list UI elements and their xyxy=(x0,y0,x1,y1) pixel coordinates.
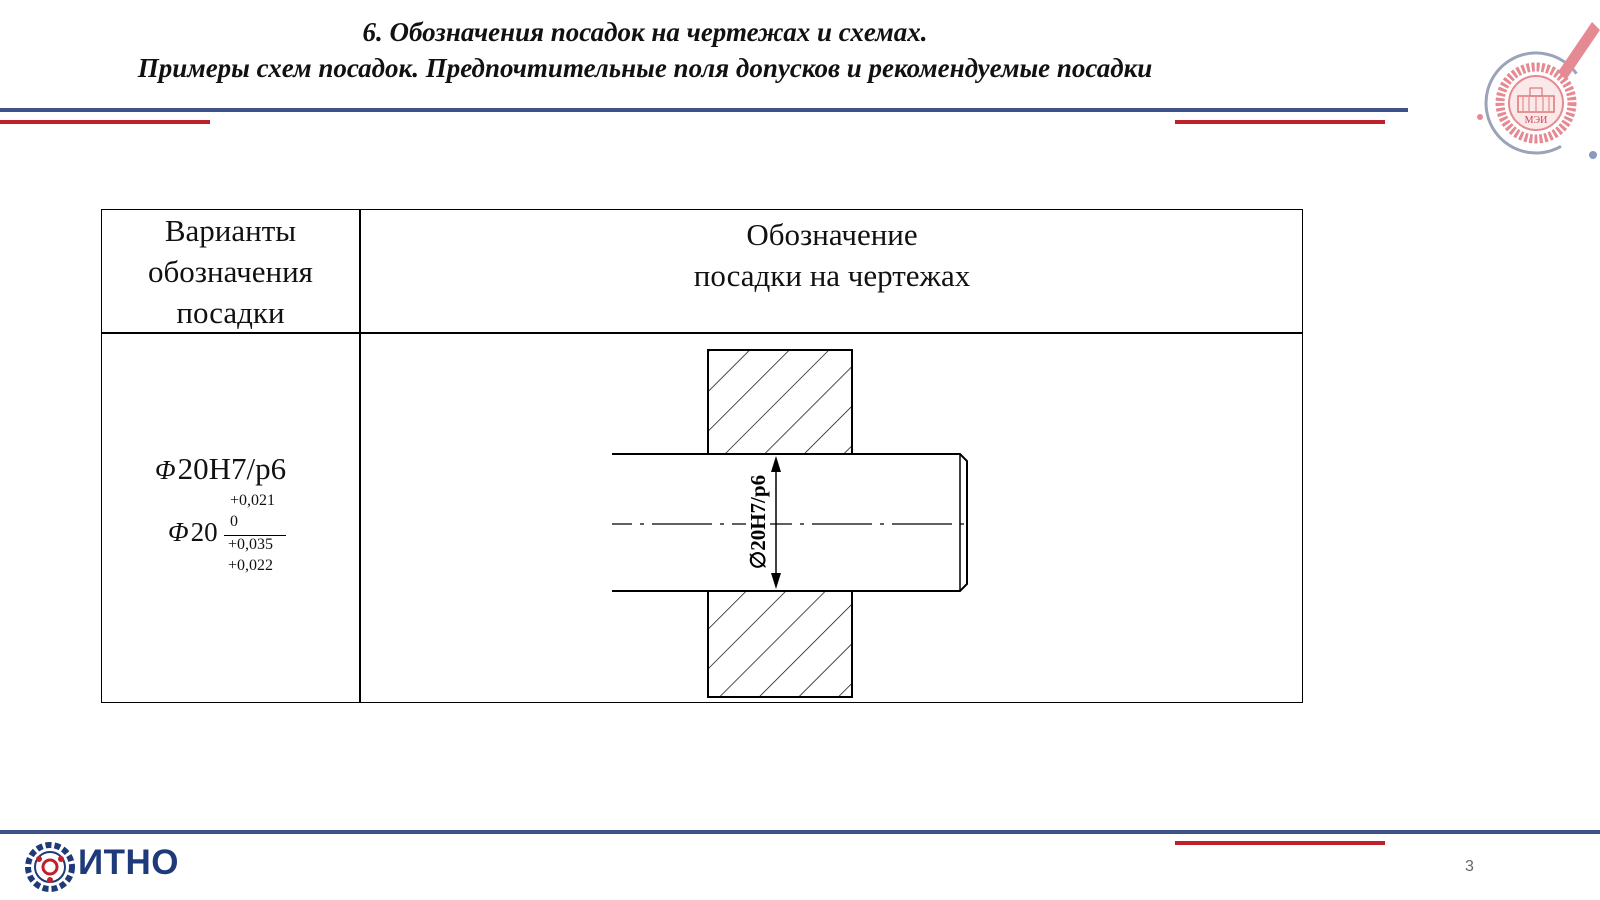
diameter-symbol-2: Φ xyxy=(168,517,189,547)
hub-upper-section xyxy=(707,349,853,455)
page-title: 6. Обозначения посадок на чертежах и схе… xyxy=(0,14,1290,86)
shaft-upper-deviation: +0,035 xyxy=(228,536,274,553)
fit-notation-numeric: Φ20 +0,021 0 +0,035 +0,022 xyxy=(168,492,328,582)
dimension-label: ∅20H7/p6 xyxy=(746,475,770,569)
title-line-2: Примеры схем посадок. Предпочтительные п… xyxy=(137,53,1153,83)
table-row-divider xyxy=(102,332,1302,334)
page-number: 3 xyxy=(1465,858,1474,875)
header-cell-variants: Варианты обозначения посадки xyxy=(102,210,359,332)
header-designation-line1: Обозначение xyxy=(746,217,918,252)
fit-drawing: ∅20H7/p6 xyxy=(612,349,972,698)
fit-notation-letter: Φ20H7/p6 xyxy=(155,451,286,487)
diameter-symbol: Φ xyxy=(155,455,176,485)
header-designation-line2: посадки на чертежах xyxy=(693,258,971,293)
header-variants-line2: обозначения xyxy=(148,253,313,289)
footer-navy-line xyxy=(0,830,1600,834)
hole-lower-deviation: 0 xyxy=(230,513,238,530)
nominal-size: 20 xyxy=(190,517,218,547)
header-cell-designation: Обозначение посадки на чертежах xyxy=(360,210,1304,296)
header-variants-line3: посадки xyxy=(176,294,285,330)
footer-red-line xyxy=(1175,841,1385,845)
fit-value: 20H7/p6 xyxy=(177,451,287,486)
mei-logo-icon: МЭИ xyxy=(1477,22,1600,159)
itno-logo-text: ИТНО xyxy=(78,843,180,882)
header-navy-line xyxy=(0,108,1408,112)
shaft-outline xyxy=(612,453,968,592)
itno-gear-icon xyxy=(25,842,75,892)
header-red-line-right xyxy=(1175,120,1385,124)
hole-upper-deviation: +0,021 xyxy=(230,492,276,509)
title-line-1: 6. Обозначения посадок на чертежах и схе… xyxy=(362,17,928,47)
shaft-lower-deviation: +0,022 xyxy=(228,557,274,574)
fraction-bar xyxy=(224,535,286,537)
fit-nominal: Φ20 xyxy=(168,517,218,548)
header-variants-line1: Варианты xyxy=(164,212,297,248)
hub-lower-section xyxy=(707,590,853,698)
table-column-divider xyxy=(359,210,361,702)
header-red-line-left xyxy=(0,120,210,124)
fits-table: Варианты обозначения посадки Обозначение… xyxy=(101,209,1303,703)
mei-logo-text: МЭИ xyxy=(1525,115,1548,126)
